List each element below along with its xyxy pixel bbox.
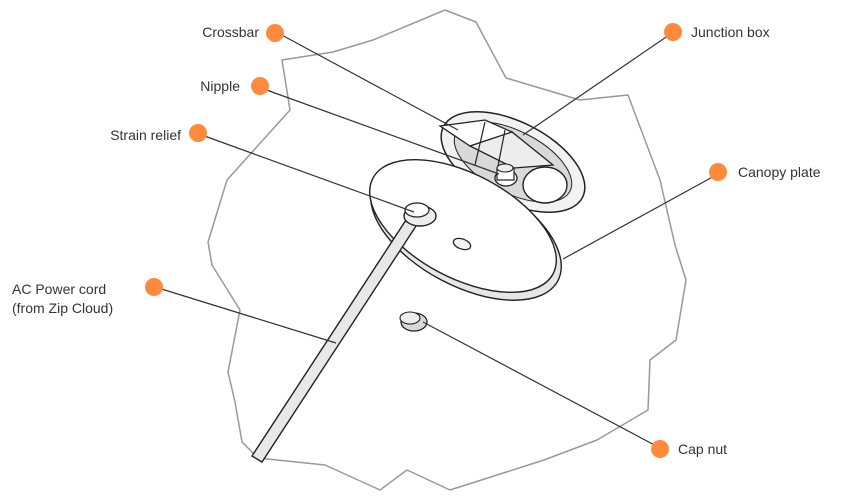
nipple-label: Nipple [200,78,240,94]
crossbar-leader [277,32,459,131]
junction-box-callout-dot [664,23,682,41]
strain-relief-callout-dot [189,124,207,142]
crossbar [438,119,555,169]
strain-relief-label: Strain relief [110,127,181,143]
crossbar-label: Crossbar [202,24,259,40]
canopy-plate [368,158,562,301]
strain-relief-leader [198,133,415,213]
nipple [494,163,518,187]
nipple-leader [260,87,500,175]
cap-nut-callout-dot [651,440,669,458]
canopy-plate-leader [562,173,719,260]
canopy-plate-callout-dot [709,163,727,181]
crossbar-callout-dot [266,24,284,42]
canopy-plate-label: Canopy plate [738,164,821,180]
junction-box-leader [522,32,673,136]
cap-nut-label: Cap nut [678,441,728,457]
junction-box-knockout [522,166,568,204]
cap-nut-leader [422,321,661,449]
ceiling-outline [207,9,687,491]
ac-power-cord-leader [154,286,337,344]
junction-box-label: Junction box [691,24,770,40]
ac-power-cord-callout-dot [145,278,163,296]
ac-power-cord [251,216,419,463]
ac-power-cord-label-line2: (from Zip Cloud) [12,300,114,316]
cap-nut [399,311,428,332]
nipple-callout-dot [251,77,269,95]
ac-power-cord-label-line1: AC Power cord [12,281,107,297]
